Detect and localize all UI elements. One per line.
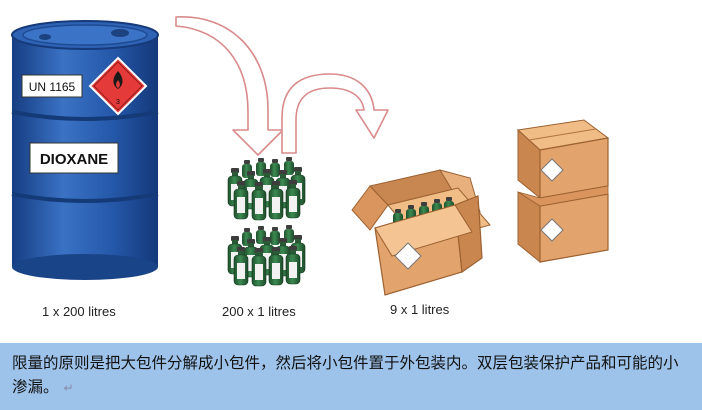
open-box: [351, 169, 491, 296]
drum-quantity-caption: 1 x 200 litres: [42, 304, 116, 319]
box-quantity-caption: 9 x 1 litres: [390, 302, 450, 317]
explanation-box: 限量的原则是把大包件分解成小包件，然后将小包件置于外包装内。双层包装保护产品和可…: [0, 343, 702, 410]
bottles-quantity-caption: 200 x 1 litres: [222, 304, 296, 319]
flame-icon: [113, 71, 123, 89]
explanation-text: 限量的原则是把大包件分解成小包件，然后将小包件置于外包装内。双层包装保护产品和可…: [12, 351, 690, 400]
diamond-hazard-icon: [394, 242, 422, 270]
hazard-class-number: 3: [116, 99, 120, 106]
paragraph-return-mark: ↵: [63, 381, 74, 395]
bottle-group-bottom: [227, 225, 306, 287]
explanation-body: 限量的原则是把大包件分解成小包件，然后将小包件置于外包装内。双层包装保护产品和可…: [12, 354, 679, 396]
arrow-bottles-to-box: [281, 73, 389, 154]
bottle-group-top: [227, 157, 306, 221]
flame-hazard-label: [88, 56, 148, 116]
diamond-hazard-icon: [540, 218, 564, 242]
substance-label: DIOXANE: [40, 151, 108, 168]
stacked-box-top: [516, 119, 610, 200]
stacked-box-bottom: [517, 185, 609, 264]
diamond-hazard-icon: [540, 158, 564, 182]
arrow-drum-to-bottles: [175, 16, 284, 156]
un-number-label: UN 1165: [29, 80, 76, 94]
